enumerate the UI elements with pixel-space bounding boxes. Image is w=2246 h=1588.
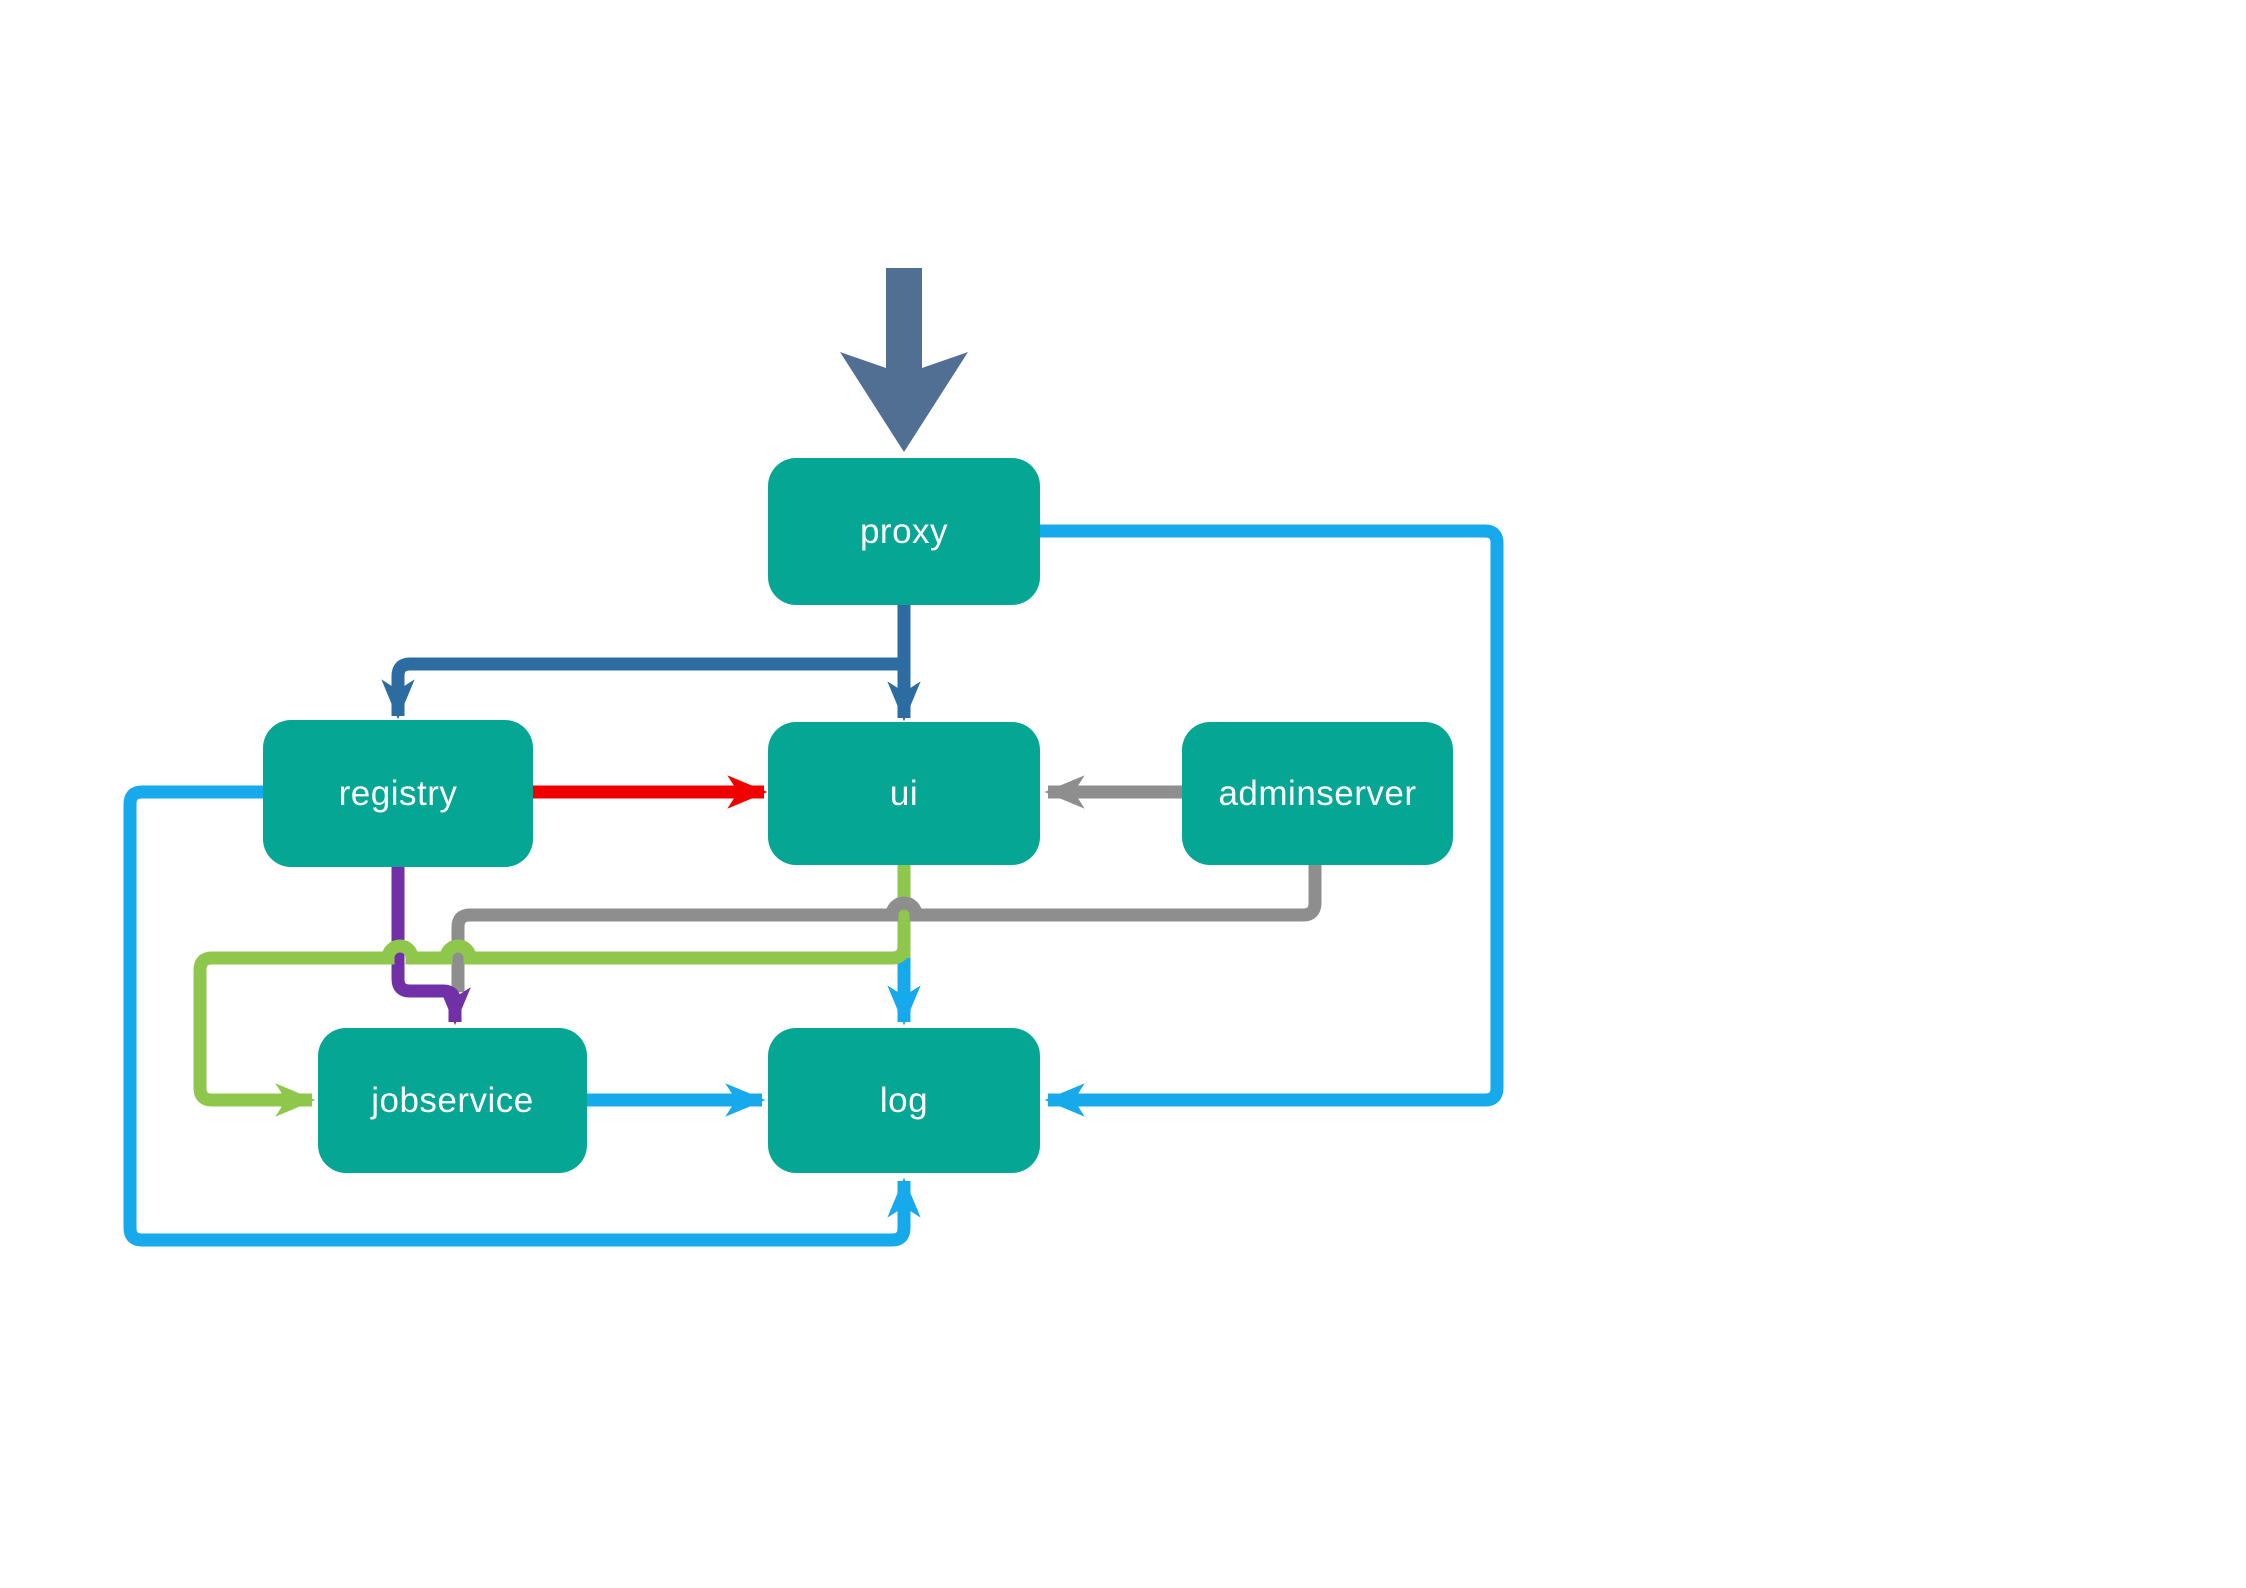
- node-registry-label: registry: [338, 773, 458, 813]
- edge-proxy-to-log: [1040, 524, 1504, 1117]
- node-ui: ui: [768, 722, 1040, 865]
- node-log-label: log: [879, 1080, 929, 1120]
- edge-adminserver-to-jobservice: [451, 865, 1322, 992]
- node-proxy-label: proxy: [859, 511, 949, 551]
- edge-registry-to-log: [123, 785, 921, 1247]
- node-adminserver-label: adminserver: [1218, 773, 1417, 813]
- node-proxy: proxy: [768, 458, 1040, 605]
- node-registry: registry: [263, 720, 533, 867]
- node-adminserver: adminserver: [1182, 722, 1453, 865]
- edge-proxy-to-registry: [381, 657, 904, 720]
- node-log: log: [768, 1028, 1040, 1173]
- edge-ui-to-jobservice: [193, 939, 911, 1117]
- node-jobservice-label: jobservice: [371, 1080, 534, 1120]
- edge-registry-to-jobservice: [391, 867, 471, 1026]
- external-traffic-arrow: [840, 268, 968, 452]
- node-ui-label: ui: [889, 773, 919, 813]
- node-jobservice: jobservice: [318, 1028, 587, 1173]
